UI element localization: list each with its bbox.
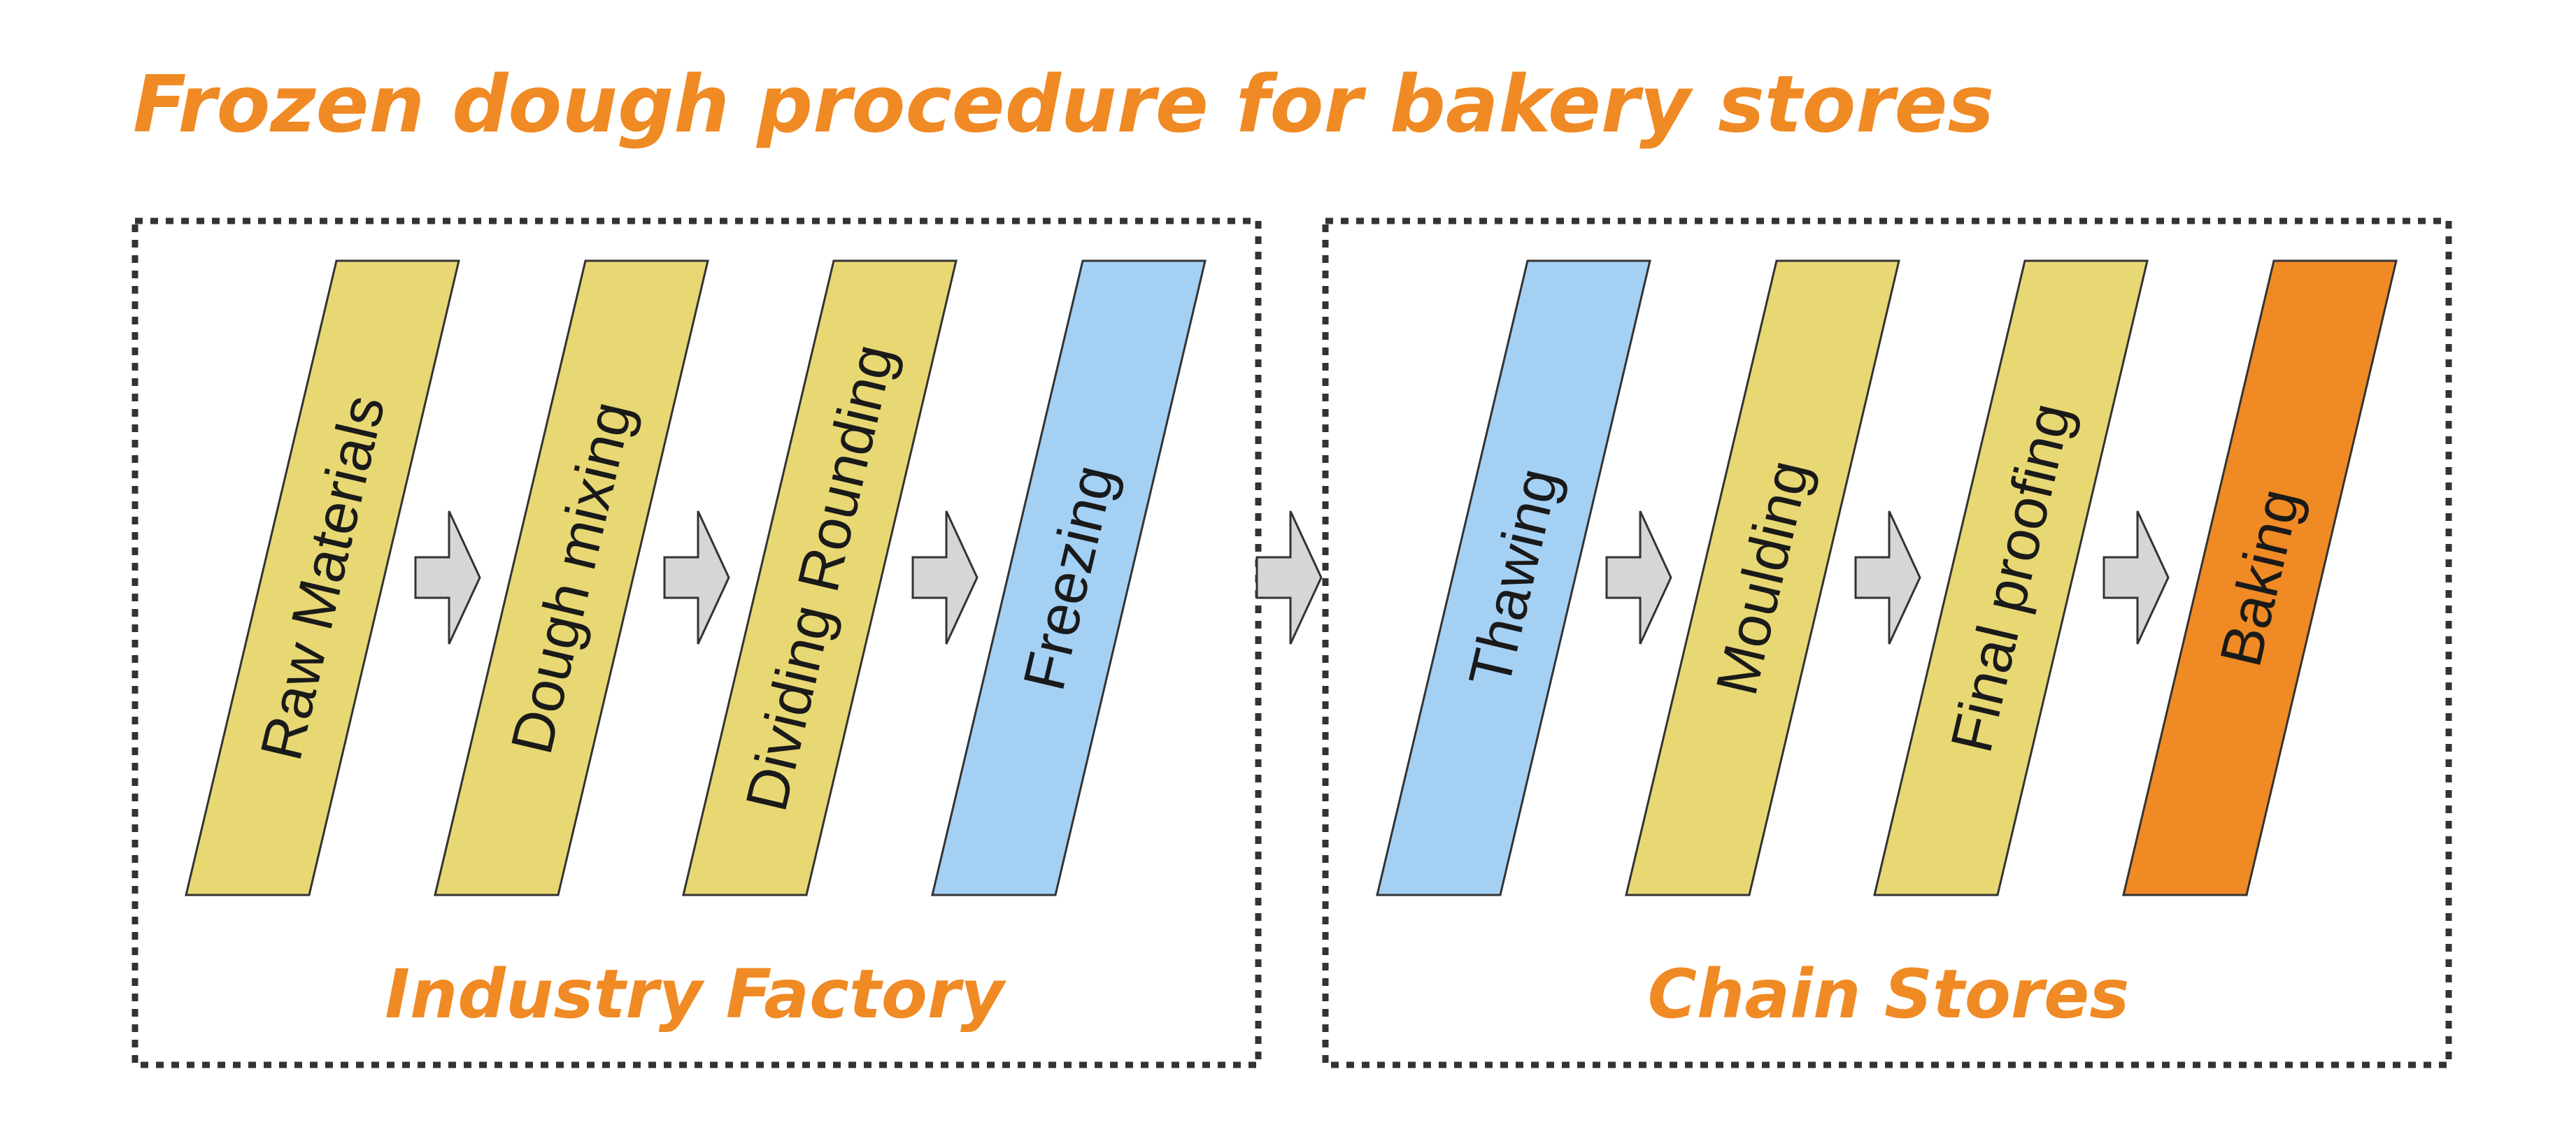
step-thawing: Thawing	[1376, 259, 1651, 896]
page-title: Frozen dough procedure for bakery stores	[133, 59, 1994, 150]
arrow-right-icon	[663, 510, 730, 645]
arrow-right-icon	[1605, 510, 1672, 645]
step-shape	[185, 259, 460, 896]
chain-stores-box	[1322, 217, 2452, 1068]
step-shape	[682, 259, 958, 896]
step-moulding: Moulding	[1625, 259, 1900, 896]
step-shape	[434, 259, 709, 896]
arrow-right-icon	[414, 510, 481, 645]
step-shape	[1625, 259, 1900, 896]
industry-factory-box	[131, 217, 1262, 1068]
step-shape	[2122, 259, 2398, 896]
industry-factory-label: Industry Factory	[385, 955, 1006, 1033]
arrow-right-icon	[1255, 510, 1323, 645]
step-shape	[1873, 259, 2149, 896]
step-baking: Baking	[2122, 259, 2398, 896]
arrow-right-icon	[911, 510, 979, 645]
arrow-right-icon	[2102, 510, 2170, 645]
arrow-right-icon	[1854, 510, 1921, 645]
step-shape	[1376, 259, 1651, 896]
step-shape	[931, 259, 1207, 896]
step-freezing: Freezing	[931, 259, 1207, 896]
chain-stores-label: Chain Stores	[1648, 955, 2130, 1033]
